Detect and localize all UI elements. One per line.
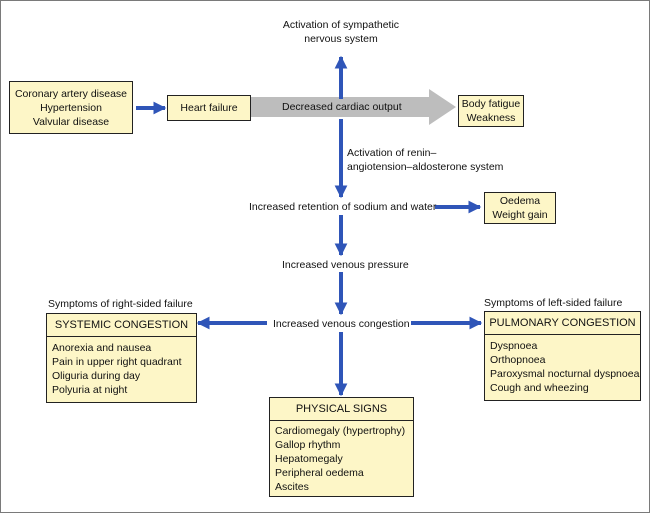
fatigue-item: Body fatigue	[461, 98, 521, 110]
list-item: Dyspnoea	[490, 340, 538, 352]
raas-label: Activation of renin– angiotension–aldost…	[347, 146, 503, 174]
cause-item: Hypertension	[40, 101, 102, 114]
decreased-output-arrow	[251, 89, 456, 125]
oedema-item: Oedema	[499, 195, 541, 207]
pulmonary-congestion-box: PULMONARY CONGESTION Dyspnoea Orthopnoea…	[484, 311, 641, 401]
list-item: Pain in upper right quadrant	[52, 356, 182, 368]
list-item: Anorexia and nausea	[52, 342, 152, 354]
list-item: Hepatomegaly	[275, 453, 343, 465]
heart-failure-box: Heart failure	[167, 95, 251, 121]
oedema-box: Oedema Weight gain	[484, 192, 556, 224]
venous-pressure-label: Increased venous pressure	[282, 259, 409, 271]
sympathetic-line: Activation of sympathetic	[282, 19, 400, 31]
fatigue-item: Weakness	[466, 112, 516, 124]
list-item: Oliguria during day	[52, 370, 141, 382]
cause-item: Valvular disease	[32, 115, 110, 128]
list-item: Gallop rhythm	[275, 439, 341, 451]
list-item: Ascites	[275, 481, 309, 493]
causes-box: Coronary artery disease Hypertension Val…	[9, 81, 133, 134]
raas-line: angiotension–aldosterone system	[347, 161, 504, 173]
physical-signs-box: PHYSICAL SIGNS Cardiomegaly (hypertrophy…	[269, 397, 414, 497]
sympathetic-label: Activation of sympathetic nervous system	[271, 18, 411, 46]
fatigue-box: Body fatigue Weakness	[458, 95, 524, 127]
pulmonary-symptom-list: Dyspnoea Orthopnoea Paroxysmal nocturnal…	[485, 335, 640, 399]
list-item: Peripheral oedema	[275, 467, 364, 479]
right-sided-caption: Symptoms of right-sided failure	[48, 298, 193, 310]
pulmonary-congestion-title: PULMONARY CONGESTION	[485, 312, 640, 335]
sympathetic-line: nervous system	[304, 33, 378, 45]
list-item: Orthopnoea	[490, 354, 546, 366]
cause-item: Coronary artery disease	[14, 87, 128, 100]
decreased-output-label: Decreased cardiac output	[282, 101, 402, 113]
heart-failure-label: Heart failure	[180, 102, 238, 114]
list-item: Polyuria at night	[52, 384, 128, 396]
venous-congestion-label: Increased venous congestion	[273, 318, 410, 330]
physical-signs-list: Cardiomegaly (hypertrophy) Gallop rhythm…	[270, 421, 413, 498]
list-item: Cough and wheezing	[490, 382, 589, 394]
retention-label: Increased retention of sodium and water	[249, 201, 437, 213]
systemic-symptom-list: Anorexia and nausea Pain in upper right …	[47, 337, 196, 401]
list-item: Cardiomegaly (hypertrophy)	[275, 425, 406, 437]
list-item: Paroxysmal nocturnal dyspnoea	[490, 368, 640, 380]
left-sided-caption: Symptoms of left-sided failure	[484, 297, 623, 309]
oedema-item: Weight gain	[492, 209, 548, 221]
systemic-congestion-title: SYSTEMIC CONGESTION	[47, 314, 196, 337]
physical-signs-title: PHYSICAL SIGNS	[270, 398, 413, 421]
systemic-congestion-box: SYSTEMIC CONGESTION Anorexia and nausea …	[46, 313, 197, 403]
raas-line: Activation of renin–	[347, 147, 437, 159]
